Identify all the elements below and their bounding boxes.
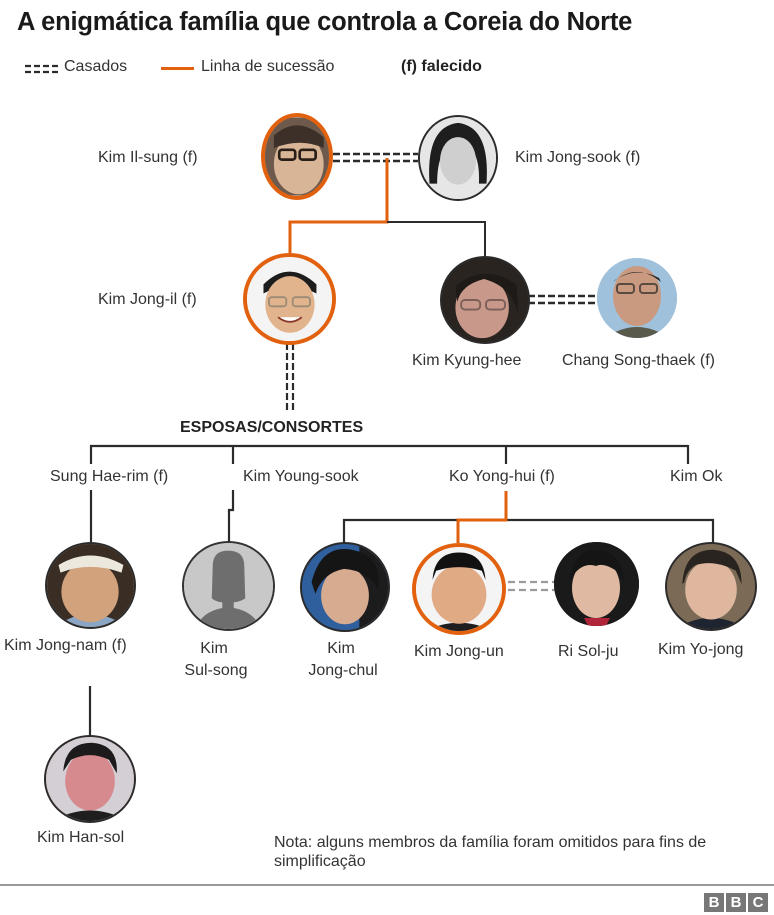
legend: Casados Linha de sucessão (f) falecido [0, 0, 774, 90]
name-kim-jong-il: Kim Jong-il (f) [98, 291, 197, 308]
spouse-sung-hae-rim: Sung Hae-rim (f) [50, 468, 169, 485]
legend-succession-label: Linha de sucessão [201, 58, 335, 75]
portrait-chang-song-thaek[interactable] [597, 258, 677, 338]
footer-divider [0, 884, 774, 886]
person-photo-icon [554, 542, 639, 626]
chart-title: A enigmática família que controla a Core… [17, 8, 633, 36]
married-link-gen1 [333, 152, 418, 163]
person-photo-icon [416, 547, 502, 631]
name-kim-il-sung: Kim Il-sung (f) [98, 149, 198, 166]
legend-married-label: Casados [64, 58, 128, 75]
person-photo-icon [667, 544, 755, 629]
footnote: Nota: alguns membros da família foram om… [274, 834, 707, 870]
portrait-kim-han-sol[interactable] [44, 735, 136, 823]
name-ri-sol-ju: Ri Sol-ju [558, 643, 619, 660]
person-photo-icon [442, 258, 528, 342]
name-kim-sul-song-line1: Kim [200, 640, 228, 657]
person-photo-icon [597, 258, 677, 338]
portrait-kim-kyung-hee[interactable] [440, 256, 530, 344]
portrait-kim-jong-un[interactable] [412, 543, 506, 635]
silhouette-placeholder-icon [184, 543, 273, 629]
bbc-logo-letter: C [748, 893, 768, 912]
spouses-heading: ESPOSAS/CONSORTES [180, 419, 364, 436]
name-kim-jong-chul-line2: Jong-chul [308, 662, 378, 679]
name-kim-jong-nam: Kim Jong-nam (f) [4, 637, 127, 654]
person-photo-icon [265, 117, 329, 196]
person-photo-icon [46, 737, 134, 821]
portrait-kim-jong-sook[interactable] [418, 115, 498, 201]
name-kim-jong-un: Kim Jong-un [414, 643, 504, 660]
married-dash-icon [25, 64, 59, 74]
person-photo-icon [47, 544, 134, 627]
spouse-kim-ok: Kim Ok [670, 468, 723, 485]
name-kim-kyung-hee: Kim Kyung-hee [412, 352, 522, 369]
portrait-kim-jong-nam[interactable] [45, 542, 136, 629]
portrait-kim-yo-jong[interactable] [665, 542, 757, 631]
person-photo-icon [247, 257, 332, 341]
name-kim-jong-sook: Kim Jong-sook (f) [515, 149, 641, 166]
succession-line-icon [161, 67, 194, 70]
name-kim-han-sol: Kim Han-sol [37, 829, 125, 846]
portrait-kim-jong-chul[interactable] [300, 542, 390, 632]
portrait-ri-sol-ju[interactable] [554, 542, 639, 626]
spouse-ko-yong-hui: Ko Yong-hui (f) [449, 468, 555, 485]
portrait-kim-sul-song[interactable] [182, 541, 275, 631]
name-kim-jong-chul-line1: Kim [327, 640, 355, 657]
bbc-logo: B B C [704, 893, 768, 912]
portrait-kim-il-sung[interactable] [261, 113, 333, 200]
person-photo-icon [302, 544, 388, 630]
spouse-kim-young-sook: Kim Young-sook [243, 468, 359, 485]
bbc-logo-letter: B [726, 893, 746, 912]
bbc-logo-letter: B [704, 893, 724, 912]
portrait-kim-jong-il[interactable] [243, 253, 336, 345]
name-kim-sul-song-line2: Sul-song [184, 662, 248, 679]
person-photo-icon [420, 117, 496, 199]
name-kim-yo-jong: Kim Yo-jong [658, 641, 744, 658]
name-chang-song-thaek: Chang Song-thaek (f) [562, 352, 715, 369]
married-link-gen2 [528, 294, 597, 305]
legend-deceased-label: (f) falecido [401, 58, 482, 75]
